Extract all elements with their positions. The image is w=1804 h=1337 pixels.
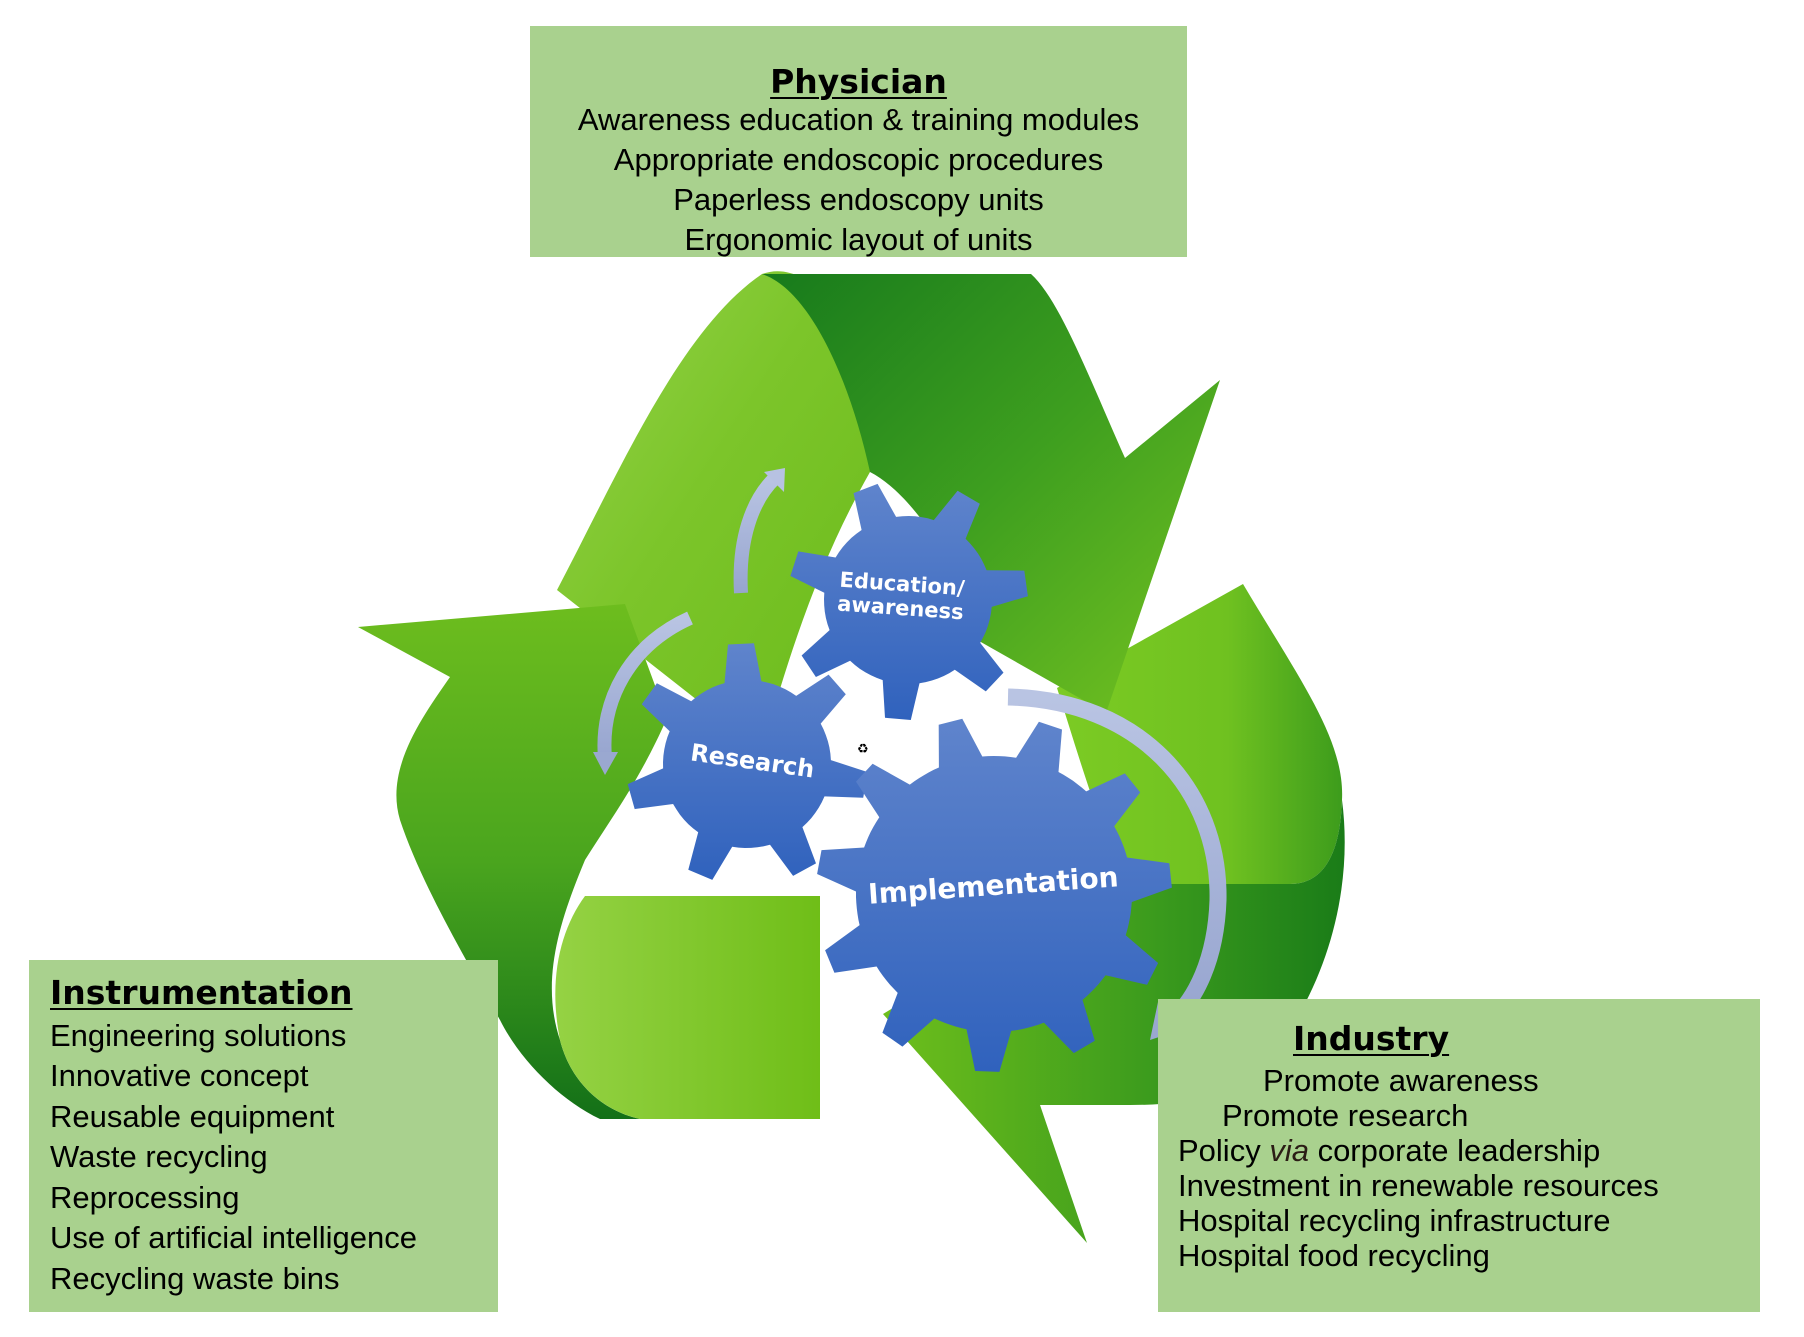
industry-item-suffix: corporate leadership: [1308, 1133, 1601, 1168]
physician-item: Appropriate endoscopic procedures: [613, 142, 1104, 177]
instrumentation-item: Innovative concept: [50, 1058, 309, 1093]
recycle-arrow-top-light: [557, 271, 870, 751]
industry-box: Industry Promote awareness Promote resea…: [1158, 999, 1760, 1312]
industry-item: Promote research: [1222, 1098, 1469, 1133]
industry-item: Investment in renewable resources: [1178, 1168, 1659, 1203]
physician-box: Physician Awareness education & training…: [530, 26, 1187, 257]
instrumentation-item: Reprocessing: [50, 1180, 240, 1215]
cycle-arrow-down-head: [593, 752, 618, 775]
instrumentation-item: Recycling waste bins: [50, 1261, 340, 1296]
industry-title: Industry: [1293, 1019, 1450, 1058]
instrumentation-item: Waste recycling: [50, 1139, 268, 1174]
industry-item-italic: via: [1269, 1133, 1309, 1168]
instrumentation-item: Reusable equipment: [50, 1099, 335, 1134]
gear-education: [790, 483, 1028, 720]
industry-item-prefix: Policy: [1178, 1133, 1270, 1168]
physician-title: Physician: [770, 62, 947, 101]
recycle-arrow-left-band: [358, 604, 667, 1119]
gear-implementation: [817, 718, 1172, 1072]
cycle-arrows: [593, 468, 1227, 1040]
recycle-icon: ♻: [857, 741, 869, 756]
cycle-arrow-up: [733, 472, 781, 594]
gear-label-education: Education/ awareness: [836, 568, 966, 625]
physician-item: Paperless endoscopy units: [673, 182, 1044, 217]
cycle-arrow-big: [1007, 688, 1227, 1027]
recycle-arrow-right: [883, 584, 1345, 1243]
instrumentation-item: Use of artificial intelligence: [50, 1220, 418, 1255]
recycle-arrow-left: [358, 604, 820, 1119]
recycle-arrow-left-light: [555, 896, 820, 1119]
physician-item: Awareness education & training modules: [577, 102, 1140, 137]
recycle-arrow-top-dark: [762, 274, 1220, 713]
gear-research: [627, 643, 868, 880]
instrumentation-title: Instrumentation: [50, 973, 353, 1012]
industry-item: Promote awareness: [1263, 1063, 1539, 1098]
cycle-arrow-up-head: [764, 468, 785, 492]
industry-item: Hospital food recycling: [1178, 1238, 1490, 1273]
recycle-arrow-right-dark: [883, 800, 1345, 1243]
recycle-arrow-top: [557, 271, 1220, 751]
industry-item: Hospital recycling infrastructure: [1178, 1203, 1611, 1238]
recycle-arrow-right-light: [1057, 584, 1343, 884]
industry-item: Policy via corporate leadership: [1178, 1131, 1600, 1171]
instrumentation-item: Engineering solutions: [50, 1018, 347, 1053]
instrumentation-box: Instrumentation Engineering solutions In…: [29, 960, 498, 1312]
physician-item: Ergonomic layout of units: [684, 222, 1033, 257]
gears-group: [627, 483, 1172, 1072]
cycle-arrow-down: [597, 611, 693, 759]
